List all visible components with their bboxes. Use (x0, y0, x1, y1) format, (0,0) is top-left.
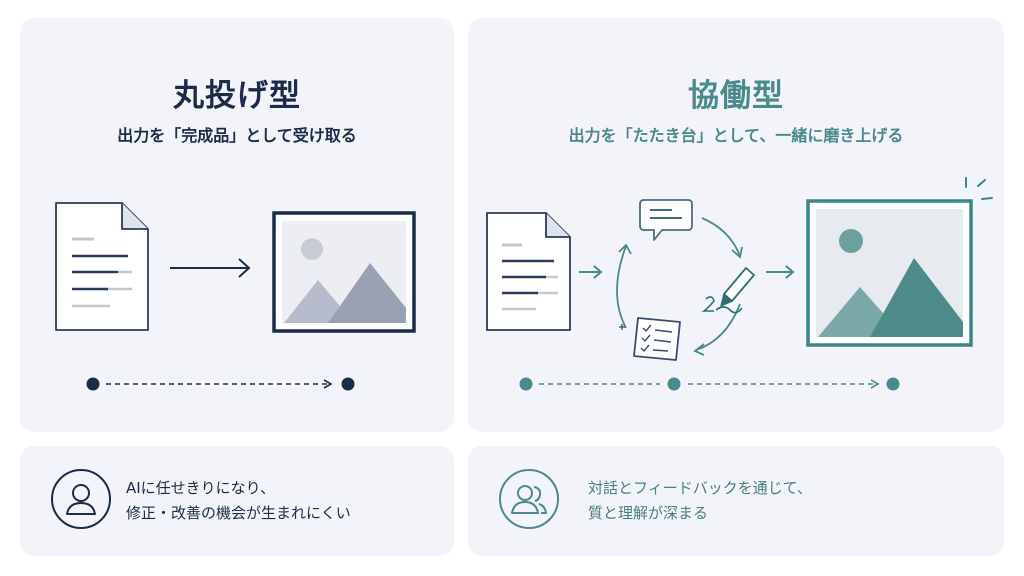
collaboration-panel: 協働型 出力を「たたき台」として、一緒に磨き上げる (468, 18, 1004, 432)
document-icon (486, 212, 571, 331)
arrow-right-icon (579, 265, 603, 279)
delegation-panel: 丸投げ型 出力を「完成品」として受け取る (20, 18, 454, 432)
collaboration-description: 対話とフィードバックを通じて、 質と理解が深まる (588, 476, 812, 526)
timeline (86, 377, 355, 391)
delegation-title: 丸投げ型 (173, 78, 301, 114)
chat-bubble-icon (639, 199, 693, 241)
delegation-diagram (55, 202, 416, 391)
collaboration-description-line2: 質と理解が深まる (588, 504, 709, 522)
timeline-dot-icon (519, 377, 533, 391)
delegation-subtitle: 出力を「完成品」として受け取る (117, 126, 357, 145)
image-frame-icon (272, 211, 416, 333)
collaboration-title: 協働型 (688, 78, 784, 114)
timeline-dot-icon (341, 377, 355, 391)
delegation-description-line2: 修正・改善の機会が生まれにくい (126, 504, 351, 522)
cycle-arrows-icon (616, 217, 743, 356)
timeline (519, 377, 900, 391)
arrow-right-icon (766, 265, 795, 279)
timeline-dot-icon (667, 377, 681, 391)
pencil-icon (701, 267, 755, 314)
delegation-description-line1: AIに任せきりになり、 (126, 479, 276, 497)
collaboration-description-line1: 対話とフィードバックを通じて、 (588, 479, 812, 497)
user-icon (51, 469, 111, 529)
document-icon (55, 202, 149, 331)
sparkle-icon (965, 177, 993, 200)
collaboration-subtitle: 出力を「たたき台」として、一緒に磨き上げる (568, 126, 904, 145)
arrow-right-icon (170, 258, 251, 278)
timeline-dot-icon (86, 377, 100, 391)
image-frame-icon (806, 199, 973, 347)
delegation-summary: AIに任せきりになり、 修正・改善の機会が生まれにくい (20, 446, 454, 556)
users-icon (499, 469, 559, 529)
checklist-icon (619, 317, 681, 361)
timeline-dot-icon (886, 377, 900, 391)
delegation-description: AIに任せきりになり、 修正・改善の機会が生まれにくい (126, 476, 351, 526)
collaboration-summary: 対話とフィードバックを通じて、 質と理解が深まる (468, 446, 1004, 556)
collaboration-diagram (486, 177, 993, 391)
